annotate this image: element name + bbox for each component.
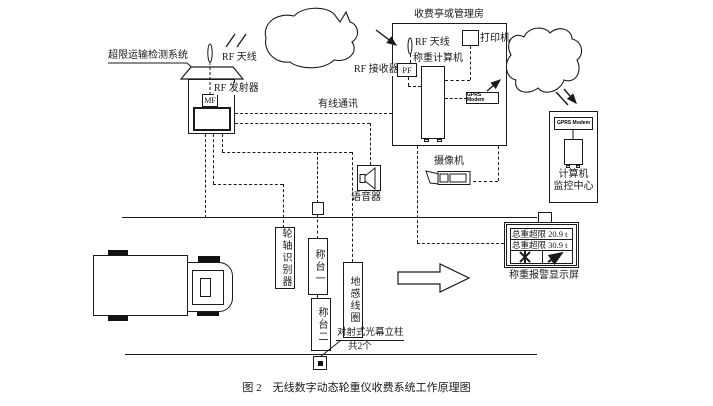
axle-identifier-box: 轮轴识别器 [275, 227, 295, 289]
detection-system-leader [108, 62, 199, 74]
light-curtain-label: 对射式光幕立柱 [337, 328, 404, 338]
tower-foot [566, 165, 570, 168]
alarm-display-label: 称重报警显示屏 [509, 270, 579, 281]
dashed-connector [470, 46, 471, 80]
dashed-connector [213, 184, 283, 185]
dashed-connector [283, 184, 284, 228]
gprs-cloud-label-2: 或因特网 [522, 64, 562, 75]
dashed-connector [222, 134, 223, 152]
weighing-computer-label: 称重计算机 [413, 53, 463, 64]
dashed-connector [235, 123, 370, 124]
platform1-box: 称台一 [308, 238, 328, 295]
mf-module: MF [202, 94, 218, 107]
platform1-label: 称台一 [313, 248, 324, 285]
road-line-upper [122, 217, 537, 218]
road-line-lower [125, 354, 537, 355]
rf-receiver-label: RF 接收器 [354, 64, 399, 76]
rf-transmitter-label: RF 发射器 [214, 83, 259, 95]
detection-system-label: 超限运输检测系统 [108, 50, 188, 61]
speaker-box [357, 165, 381, 191]
truck-cab-window [200, 278, 211, 297]
signal-slash-icon [236, 33, 247, 48]
dashed-connector [222, 152, 352, 153]
dashed-connector [352, 152, 353, 262]
tower-foot [424, 139, 429, 142]
dashed-connector [410, 54, 411, 63]
flow-direction-arrow [397, 263, 471, 293]
ground-coil-box: 地感线圈 [343, 262, 363, 338]
gprs-downlink-arrow [563, 88, 577, 105]
monitoring-center-label-2: 监控中心 [553, 181, 594, 192]
dashed-connector [317, 294, 318, 299]
camera-detail [449, 173, 467, 183]
platform2-box: 称台二 [311, 298, 331, 351]
weighing-computer-tower [421, 66, 445, 139]
camera-body-icon [437, 171, 471, 185]
pf-module: PF [397, 63, 417, 77]
sensor-junction-box [312, 202, 324, 215]
truck-wheel [198, 256, 220, 262]
gprs-downlink-arrow [555, 91, 569, 106]
booth-gprs-modem-label: GPRS Modem [467, 92, 485, 103]
dashed-connector [498, 146, 499, 181]
light-curtain-post-dot [317, 360, 323, 366]
speaker-label: 语音器 [351, 192, 381, 203]
figure-caption: 图 2 无线数字动态轮重仪收费系统工作原理图 [242, 382, 471, 394]
monitoring-center-label-1: 计算机 [558, 169, 589, 180]
truck-wheel [108, 250, 128, 256]
tower-foot [437, 139, 442, 142]
dashed-connector [473, 181, 498, 182]
dashed-connector [205, 134, 206, 218]
platform2-label: 称台二 [316, 306, 327, 343]
alarm-display-outer: 总重超限 20.9 t 总重超限 30.9 t [504, 222, 579, 268]
gprs-cloud-label-1: GPRS无线网络 [509, 52, 575, 63]
rf-antenna-left-label: RF 天线 [222, 52, 257, 63]
dashed-connector [408, 86, 421, 87]
camera-label: 摄像机 [434, 156, 464, 167]
toll-booth-title: 收费亭或管理房 [414, 9, 484, 20]
rf-cloud-label: RF 无线网络 [286, 27, 341, 38]
pf-module-label: PF [402, 65, 412, 75]
booth-gprs-modem: GPRS Modem [466, 92, 499, 104]
light-curtain-count-label: 共2个 [348, 342, 372, 352]
dashed-connector [317, 152, 318, 203]
dashed-connector [213, 134, 214, 184]
mf-module-label: MF [204, 96, 216, 105]
booth-rf-antenna-label: RF 天线 [415, 37, 450, 48]
light-curtain-post [313, 356, 327, 370]
dashed-connector [417, 146, 418, 243]
cabinet-roof [179, 66, 245, 80]
dashed-connector [370, 123, 371, 165]
antenna-left-icon [207, 43, 213, 63]
light-curtain-underline [336, 340, 404, 341]
center-gprs-modem: GPRS Modem [554, 117, 593, 130]
monitoring-center-box [549, 111, 598, 203]
dashed-connector [317, 214, 318, 239]
wired-comm-label: 有线通讯 [318, 99, 358, 110]
alarm-display-inner: 总重超限 20.9 t 总重超限 30.9 t [506, 224, 577, 266]
dashed-connector [235, 113, 392, 114]
ground-coil-label: 地感线圈 [348, 276, 359, 324]
camera-detail [439, 173, 449, 183]
signal-slash-icon [225, 33, 236, 48]
alarm-display-cell-star [510, 250, 543, 264]
printer-icon [462, 30, 479, 46]
center-gprs-modem-label: GPRS Modem [556, 120, 591, 126]
truck-wheel [108, 315, 128, 321]
camera-lens-icon [425, 170, 440, 185]
printer-label: 打印机 [480, 33, 510, 44]
dashed-connector [445, 80, 470, 81]
dashed-connector [408, 77, 409, 86]
transmitter-display [193, 107, 231, 131]
center-computer-tower [564, 139, 583, 165]
axle-identifier-label: 轮轴识别器 [280, 228, 291, 288]
tower-foot [576, 165, 580, 168]
alarm-display-cell-arrow [542, 250, 573, 264]
dashed-connector [417, 243, 504, 244]
truck-trailer [93, 255, 188, 316]
truck-wheel [197, 310, 219, 316]
dashed-connector [445, 98, 467, 99]
